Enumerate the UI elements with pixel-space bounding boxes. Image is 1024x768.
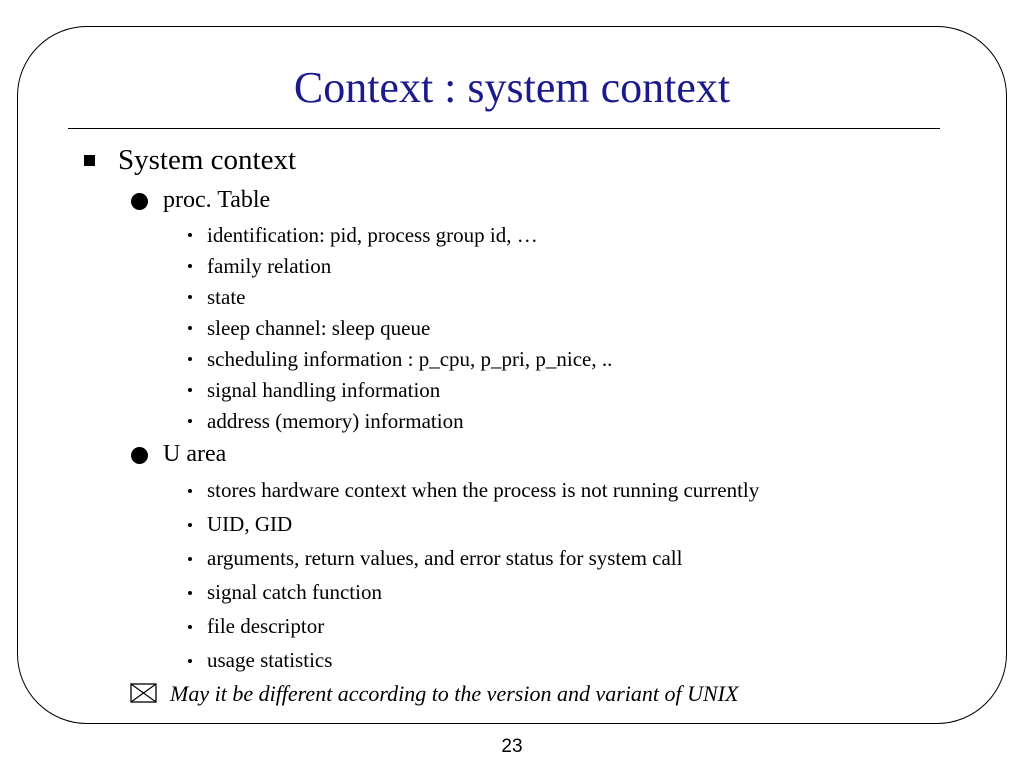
dot-bullet-icon bbox=[188, 388, 192, 392]
title-divider bbox=[68, 128, 940, 129]
dot-bullet-icon bbox=[188, 523, 192, 527]
proc-table-item: state bbox=[207, 285, 246, 309]
unix-variant-note: May it be different according to the ver… bbox=[170, 681, 739, 706]
dot-bullet-icon bbox=[188, 659, 192, 663]
envelope-icon bbox=[130, 683, 157, 703]
dot-bullet-icon bbox=[188, 591, 192, 595]
dot-bullet-icon bbox=[188, 264, 192, 268]
bullet-u-area: U area bbox=[163, 441, 227, 467]
u-area-item: file descriptor bbox=[207, 614, 325, 638]
proc-table-item: identification: pid, process group id, … bbox=[207, 223, 538, 247]
proc-table-item: scheduling information : p_cpu, p_pri, p… bbox=[207, 347, 613, 371]
u-area-item: arguments, return values, and error stat… bbox=[207, 546, 683, 570]
page-number: 23 bbox=[501, 736, 523, 757]
dot-bullet-icon bbox=[188, 295, 192, 299]
u-area-item: UID, GID bbox=[207, 512, 293, 536]
proc-table-item: address (memory) information bbox=[207, 409, 464, 433]
dot-bullet-icon bbox=[188, 625, 192, 629]
dot-bullet-icon bbox=[188, 233, 192, 237]
bullet-proc-table: proc. Table bbox=[163, 187, 271, 213]
bullet-system-context: System context bbox=[118, 144, 297, 176]
proc-table-item: family relation bbox=[207, 254, 332, 278]
u-area-item: usage statistics bbox=[207, 648, 333, 672]
proc-table-item: signal handling information bbox=[207, 378, 441, 402]
u-area-item: signal catch function bbox=[207, 580, 382, 604]
slide-frame bbox=[17, 26, 1007, 724]
square-bullet-icon bbox=[84, 155, 95, 166]
proc-table-item: sleep channel: sleep queue bbox=[207, 316, 431, 340]
dot-bullet-icon bbox=[188, 557, 192, 561]
dot-bullet-icon bbox=[188, 489, 192, 493]
circle-bullet-icon bbox=[131, 447, 148, 464]
dot-bullet-icon bbox=[188, 419, 192, 423]
dot-bullet-icon bbox=[188, 326, 192, 330]
u-area-item: stores hardware context when the process… bbox=[207, 478, 760, 502]
slide-title: Context : system context bbox=[293, 63, 731, 112]
dot-bullet-icon bbox=[188, 357, 192, 361]
circle-bullet-icon bbox=[131, 193, 148, 210]
